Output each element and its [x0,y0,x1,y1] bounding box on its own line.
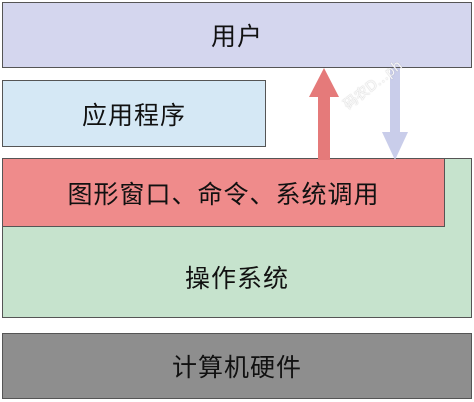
interface-layer: 图形窗口、命令、系统调用 [2,158,445,227]
interface-layer-label: 图形窗口、命令、系统调用 [67,179,380,209]
application-layer: 应用程序 [2,80,266,147]
user-layer-label: 用户 [210,22,263,51]
hardware-layer: 计算机硬件 [2,333,472,399]
hardware-layer-label: 计算机硬件 [171,353,302,382]
up-arrow-icon [309,68,339,160]
user-layer: 用户 [2,2,472,68]
os-layer-label: 操作系统 [184,264,289,293]
application-layer-label: 应用程序 [81,100,186,130]
